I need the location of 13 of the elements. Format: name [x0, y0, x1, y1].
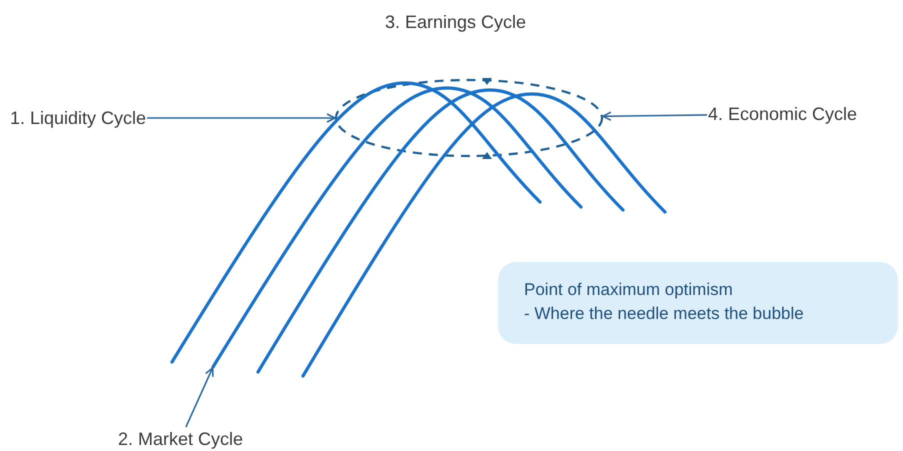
callout-box [498, 262, 898, 344]
dashed-ellipse [334, 78, 604, 159]
cycle-label: 1. Liquidity Cycle [10, 107, 146, 129]
cycle-label: 2. Market Cycle [118, 428, 244, 450]
leader-line [185, 367, 214, 428]
cycle-curve [211, 86, 583, 369]
callout-text: Point of maximum optimism [524, 279, 734, 301]
callout-text: - Where the needle meets the bubble [524, 303, 805, 325]
cycle-label: 3. Earnings Cycle [385, 11, 526, 33]
cycle-label: 4. Economic Cycle [708, 103, 858, 125]
cycle-curve [301, 92, 667, 378]
leader-line [602, 111, 708, 121]
leader-line [147, 113, 336, 123]
